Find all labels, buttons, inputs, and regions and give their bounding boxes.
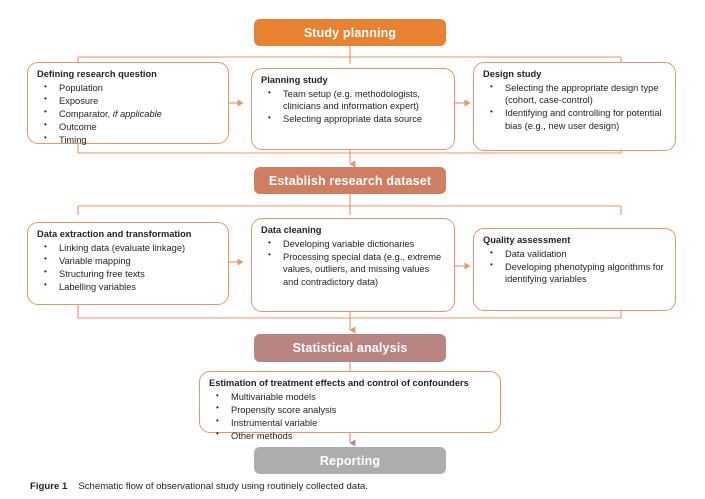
list-item: Instrumental variable: [209, 416, 492, 429]
box-list-estimation-of-treatment-effects: Multivariable models Propensity score an…: [209, 391, 492, 442]
list-item: Outcome: [37, 120, 220, 133]
list-item: Labelling variables: [37, 280, 220, 293]
stage-label-reporting: Reporting: [319, 453, 381, 468]
list-item: Exposure: [37, 94, 220, 107]
list-item: Identifying and controlling for potentia…: [483, 107, 667, 132]
box-planning-study[interactable]: Planning study Team setup (e.g. methodol…: [251, 68, 455, 150]
box-design-study[interactable]: Design study Selecting the appropriate d…: [473, 62, 676, 151]
box-data-extraction-and-transformation[interactable]: Data extraction and transformation Linki…: [27, 222, 229, 305]
list-item: Selecting appropriate data source: [261, 113, 446, 125]
list-item: Data validation: [483, 248, 667, 260]
figure-label: Figure 1: [30, 481, 68, 492]
stage-label-statistical-analysis: Statistical analysis: [292, 341, 408, 355]
list-item: Structuring free texts: [37, 267, 220, 280]
stage-bar-study-planning[interactable]: Study planning: [254, 19, 446, 46]
box-list-data-extraction-and-transformation: Linking data (evaluate linkage) Variable…: [37, 242, 220, 293]
box-defining-research-question[interactable]: Defining research question Population Ex…: [27, 62, 229, 146]
list-item: Population: [37, 82, 220, 94]
list-item: Timing: [37, 133, 220, 146]
stage-label-study-planning: Study planning: [303, 25, 397, 40]
box-title-defining-research-question: Defining research question: [37, 69, 157, 79]
list-item: Developing phenotyping algorithms for id…: [483, 260, 667, 286]
stage-label-establish-research-dataset: Establish research dataset: [268, 173, 432, 188]
stage-bar-establish-research-dataset[interactable]: Establish research dataset: [254, 167, 446, 194]
stage-bar-reporting[interactable]: Reporting: [254, 447, 446, 474]
list-item: Comparator, if applicable: [37, 107, 220, 120]
figure-caption-text: Schematic flow of observational study us…: [78, 481, 368, 492]
box-title-design-study: Design study: [483, 69, 542, 79]
box-list-planning-study: Team setup (e.g. methodologists, clinici…: [261, 88, 446, 126]
list-item: Variable mapping: [37, 254, 220, 267]
list-item: Multivariable models: [209, 391, 492, 403]
box-list-data-cleaning: Developing variable dictionaries Process…: [261, 238, 446, 288]
figure-caption: Figure 1 Schematic flow of observational …: [30, 481, 368, 492]
box-title-planning-study: Planning study: [261, 75, 328, 85]
list-item: Developing variable dictionaries: [261, 238, 446, 250]
box-title-data-cleaning: Data cleaning: [261, 225, 322, 235]
list-item: Team setup (e.g. methodologists, clinici…: [261, 88, 446, 113]
box-quality-assessment[interactable]: Quality assessment Data validation Devel…: [473, 228, 676, 311]
list-item: Other methods: [209, 429, 492, 442]
box-list-design-study: Selecting the appropriate design type (c…: [483, 82, 667, 132]
box-list-quality-assessment: Data validation Developing phenotyping a…: [483, 248, 667, 286]
box-title-quality-assessment: Quality assessment: [483, 235, 571, 245]
list-item: Linking data (evaluate linkage): [37, 242, 220, 254]
box-title-data-extraction-and-transformation: Data extraction and transformation: [37, 229, 192, 239]
box-estimation-of-treatment-effects[interactable]: Estimation of treatment effects and cont…: [199, 371, 501, 441]
box-title-estimation-of-treatment-effects: Estimation of treatment effects and cont…: [209, 378, 469, 388]
box-list-defining-research-question: Population Exposure Comparator, if appli…: [37, 82, 220, 146]
list-item: Selecting the appropriate design type (c…: [483, 82, 667, 107]
box-data-cleaning[interactable]: Data cleaning Developing variable dictio…: [251, 218, 455, 312]
list-item: Processing special data (e.g., extreme v…: [261, 250, 446, 288]
list-item: Propensity score analysis: [209, 403, 492, 416]
stage-bar-statistical-analysis[interactable]: Statistical analysis: [254, 334, 446, 362]
